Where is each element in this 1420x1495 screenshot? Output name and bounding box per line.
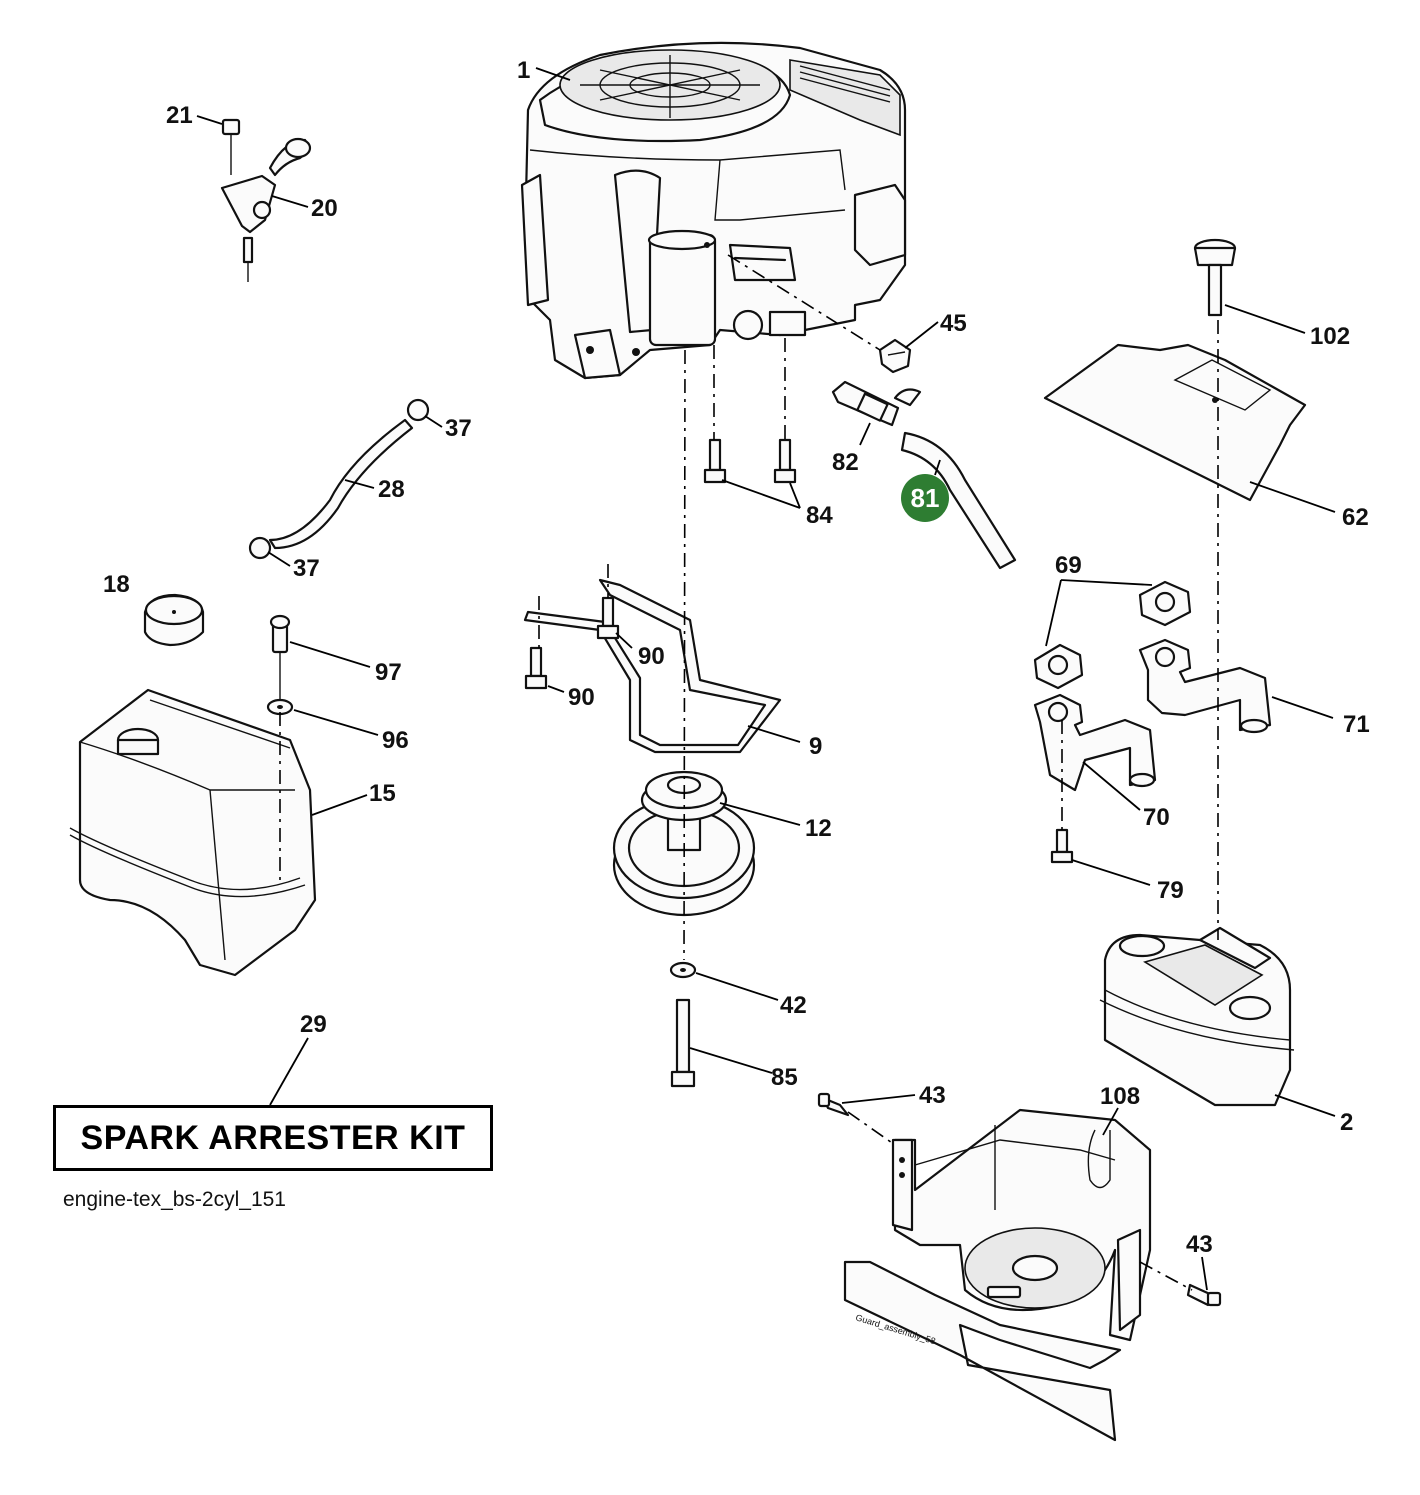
centerlines <box>279 254 1219 1291</box>
engine[interactable] <box>520 41 907 380</box>
tank-washer[interactable] <box>266 698 294 716</box>
muffler[interactable] <box>1099 926 1295 1107</box>
spark-arrester-kit-box[interactable]: SPARK ARRESTER KIT <box>53 1105 493 1171</box>
callout-42: 42 <box>780 992 807 1019</box>
callout-37-bottom: 37 <box>293 555 320 582</box>
callout-labels: 1 21 20 45 102 37 28 37 82 84 62 18 69 9… <box>103 57 1370 1258</box>
callout-28: 28 <box>378 476 405 503</box>
fuel-cap[interactable] <box>143 593 205 647</box>
callout-96: 96 <box>382 727 409 754</box>
mounting-bolts[interactable] <box>703 438 797 484</box>
callout-43-top: 43 <box>919 1082 946 1109</box>
callout-9: 9 <box>809 733 822 760</box>
drain-valve[interactable] <box>831 380 922 427</box>
callout-71: 71 <box>1343 711 1370 738</box>
callout-37-top: 37 <box>445 415 472 442</box>
diagram-file-id: engine-tex_bs-2cyl_151 <box>63 1188 286 1211</box>
engine-guard[interactable]: Guard_assembly_58 <box>843 1108 1152 1442</box>
fuel-tank[interactable] <box>69 688 317 977</box>
callout-108: 108 <box>1100 1083 1140 1110</box>
callout-97: 97 <box>375 659 402 686</box>
exhaust-pipe-right[interactable] <box>1138 638 1272 734</box>
exhaust-pipe-left[interactable] <box>1033 693 1157 792</box>
callout-81-highlight[interactable]: 81 <box>901 474 949 522</box>
callout-85: 85 <box>771 1064 798 1091</box>
callout-90-bottom: 90 <box>568 684 595 711</box>
callout-102: 102 <box>1310 323 1350 350</box>
callout-20: 20 <box>311 195 338 222</box>
callout-62: 62 <box>1342 504 1369 531</box>
callout-84: 84 <box>806 502 833 529</box>
pulley-washer[interactable] <box>669 961 697 979</box>
hose-clamps[interactable] <box>248 398 430 560</box>
callout-18: 18 <box>103 571 130 598</box>
callout-45: 45 <box>940 310 967 337</box>
heat-shield[interactable] <box>1043 343 1307 502</box>
exhaust-gaskets[interactable] <box>1033 580 1192 690</box>
callout-79: 79 <box>1157 877 1184 904</box>
engine-bracket[interactable] <box>523 578 782 754</box>
callout-70: 70 <box>1143 804 1170 831</box>
fuel-line[interactable] <box>268 418 414 550</box>
spark-arrester-kit-label: SPARK ARRESTER KIT <box>80 1118 466 1157</box>
callout-29: 29 <box>300 1011 327 1038</box>
pipe-bolt[interactable] <box>1050 828 1074 864</box>
guard-bolts[interactable] <box>817 1092 1222 1307</box>
callout-21: 21 <box>166 102 193 129</box>
shield-bolt[interactable] <box>1193 238 1237 317</box>
bracket-screws[interactable] <box>524 596 620 690</box>
callout-1: 1 <box>517 57 530 84</box>
callout-90-top: 90 <box>638 643 665 670</box>
throttle-bracket[interactable] <box>220 118 312 282</box>
callout-2: 2 <box>1340 1109 1353 1136</box>
pulley-bolt[interactable] <box>670 998 696 1088</box>
tank-bolt[interactable] <box>269 614 291 700</box>
callout-81: 81 <box>911 483 940 513</box>
callout-82: 82 <box>832 449 859 476</box>
drain-plug[interactable] <box>878 338 912 374</box>
callout-15: 15 <box>369 780 396 807</box>
leader-lines <box>196 67 1336 1291</box>
callout-12: 12 <box>805 815 832 842</box>
drain-hose[interactable] <box>900 431 1017 570</box>
callout-69: 69 <box>1055 552 1082 579</box>
callout-43-bottom: 43 <box>1186 1231 1213 1258</box>
